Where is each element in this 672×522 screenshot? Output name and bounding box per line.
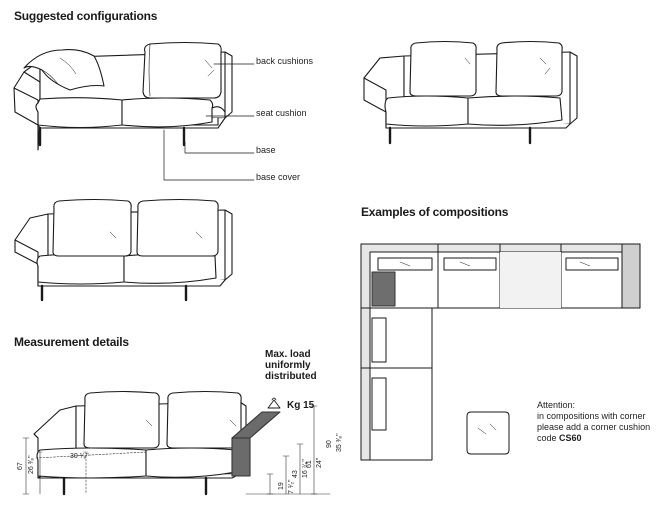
attention-note: Attention: in compositions with corner p… xyxy=(537,400,650,444)
max-load-line-1: Max. load xyxy=(265,349,311,360)
dimension-lines xyxy=(22,405,331,495)
sofa-1-seat-cushions xyxy=(35,97,226,129)
sofa-2 xyxy=(363,40,578,145)
attention-code-prefix: code xyxy=(537,433,560,443)
sofa-1-pillow xyxy=(23,49,105,91)
sofa-1-leader-lines xyxy=(163,63,255,181)
composition-plan xyxy=(360,243,641,461)
dim-depth: 90 xyxy=(326,440,333,448)
heading-examples-of-compositions: Examples of compositions xyxy=(361,205,509,219)
dim-seat-height-in: 30 ¹⁄₈" xyxy=(70,453,89,460)
dim-base-in: 7 ¹⁄₂" xyxy=(288,479,295,494)
max-load-line-3: distributed xyxy=(265,371,317,382)
max-load-weight: Kg 15 xyxy=(287,400,315,411)
dimension-texts: 67 26 ³⁄₈" 30 ¹⁄₈" 19 7 ¹⁄₂" 43 16 ⁷⁄₈" … xyxy=(17,433,343,494)
label-base: base xyxy=(256,145,276,155)
corner-cushion-icon xyxy=(466,411,510,455)
label-back-cushions: back cushions xyxy=(256,56,314,66)
max-load-line-2: uniformly xyxy=(265,360,311,371)
dim-seat: 43 xyxy=(292,470,299,478)
label-base-cover: base cover xyxy=(256,172,301,182)
dim-seat-in: 16 ⁷⁄₈" xyxy=(302,459,309,478)
attention-line-3: please add a corner cushion xyxy=(537,422,651,432)
max-load-label: Max. load uniformly distributed xyxy=(265,349,317,382)
label-seat-cushion: seat cushion xyxy=(256,108,307,118)
dim-arm: 61 xyxy=(306,460,313,468)
sofa-3 xyxy=(14,198,233,302)
heading-suggested-configurations: Suggested configurations xyxy=(14,9,158,23)
sofa-1-legs xyxy=(38,126,186,147)
dim-base: 19 xyxy=(278,482,285,490)
dim-depth-in: 35 ³⁄₈" xyxy=(336,433,343,452)
attention-line-1: Attention: xyxy=(537,400,576,410)
measurement-sofa xyxy=(33,390,281,496)
dim-height-total-in: 26 ³⁄₈" xyxy=(28,455,35,474)
attention-line-4: code CS60 xyxy=(537,433,650,444)
sofa-1-back-cushion xyxy=(142,41,222,99)
dim-height-total: 67 xyxy=(17,462,24,470)
heading-measurement-details: Measurement details xyxy=(14,335,129,349)
attention-line-2: in compositions with corner xyxy=(537,411,646,421)
corner-cushion-code: CS60 xyxy=(559,433,582,443)
dim-arm-in: 24" xyxy=(316,457,323,468)
weight-icon xyxy=(267,397,281,409)
